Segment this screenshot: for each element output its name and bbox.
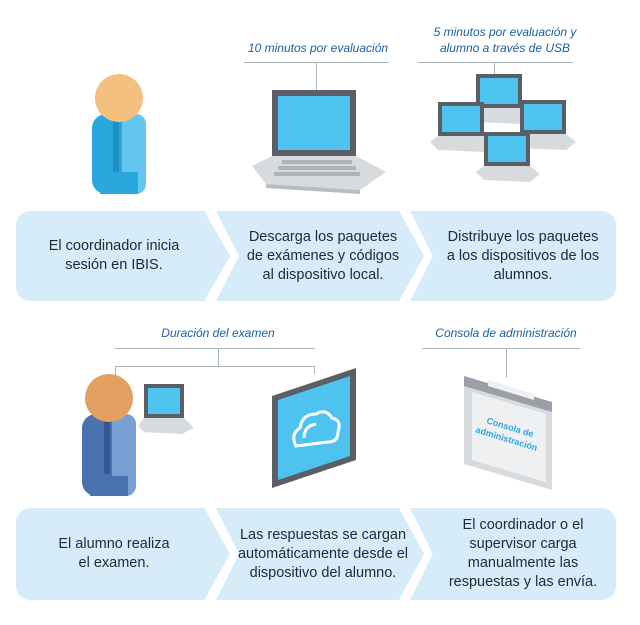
caption-connector	[494, 62, 495, 76]
caption-usb-time: 5 minutos por evaluación y alumno a trav…	[433, 25, 577, 55]
step-label: Descarga los paquetes de exámenes y códi…	[246, 228, 400, 283]
caption-connector	[314, 366, 315, 374]
caption-bracket	[115, 366, 315, 367]
caption-divider	[418, 62, 573, 63]
step-coordinator-login: El coordinador inicia sesión en IBIS.	[16, 211, 230, 301]
caption-admin-console: Consola de administración	[435, 326, 577, 340]
caption-exam-duration: Duración del examen	[161, 326, 275, 340]
caption-divider	[115, 348, 315, 349]
step-label: El coordinador inicia sesión en IBIS.	[48, 238, 180, 273]
laptop-small	[476, 132, 540, 182]
caption-connector	[316, 62, 317, 90]
laptop-icon	[252, 90, 386, 194]
caption-connector	[115, 366, 116, 376]
step-student-exam: El alumno realiza el examen.	[16, 508, 230, 600]
laptop-small	[468, 74, 532, 124]
step-label: Las respuestas se cargan automáticamente…	[237, 526, 409, 581]
step-label: El coordinador o el supervisor carga man…	[448, 517, 598, 590]
laptop-small	[430, 102, 494, 152]
coordinator-person-icon	[92, 74, 146, 194]
step-auto-upload: Las respuestas se cargan automáticamente…	[216, 508, 424, 600]
multiple-laptops-icon	[430, 74, 576, 182]
caption-connector	[506, 348, 507, 378]
step-label: El alumno realiza el examen.	[58, 536, 170, 571]
step-download-packages: Descarga los paquetes de exámenes y códi…	[216, 211, 424, 301]
caption-divider	[422, 348, 580, 349]
step-manual-upload: El coordinador o el supervisor carga man…	[410, 508, 616, 600]
admin-console-icon: Consola de administración	[464, 376, 552, 490]
caption-connector	[218, 348, 219, 366]
step-distribute-packages: Distribuye los paquetes a los dispositiv…	[410, 211, 616, 301]
step-label: Distribuye los paquetes a los dispositiv…	[446, 228, 600, 283]
student-with-laptop-icon	[82, 374, 194, 496]
cloud-upload-icon	[272, 368, 356, 488]
laptop-small	[138, 384, 194, 434]
caption-time-per-evaluation: 10 minutos por evaluación	[247, 41, 389, 55]
